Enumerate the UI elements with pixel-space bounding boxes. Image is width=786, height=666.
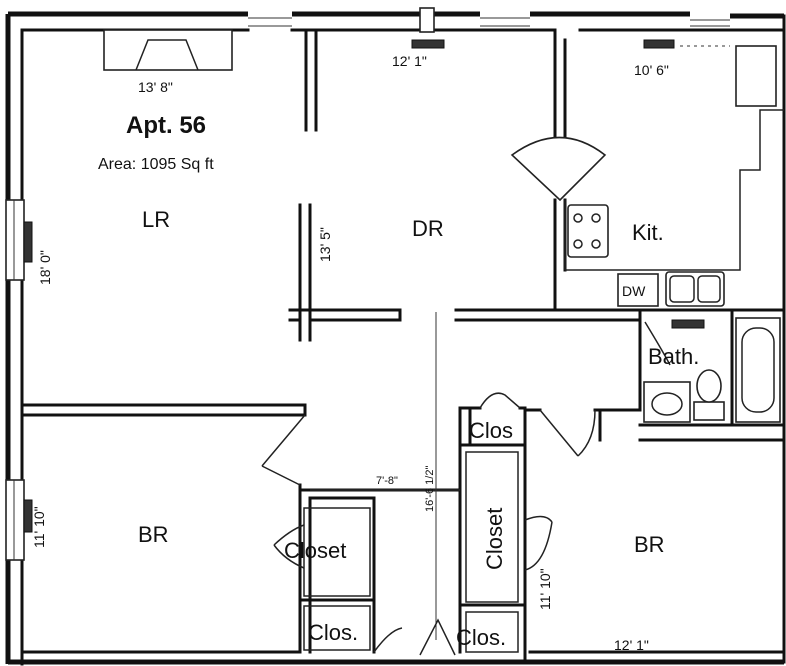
- apartment-area: Area: 1095 Sq ft: [98, 156, 214, 173]
- radiators: [23, 39, 730, 533]
- dim-hall-width: 7'-8": [376, 475, 398, 487]
- room-label-br-right: BR: [634, 532, 665, 557]
- fireplace: [103, 29, 233, 71]
- room-label-closet-center: Closet: [482, 508, 507, 570]
- dim-br-right-width: 12' 1": [614, 637, 649, 653]
- room-label-clos-bottom-left: Clos.: [308, 620, 358, 645]
- dim-br-right-depth: 11' 10": [537, 568, 553, 610]
- room-label-dw: DW: [622, 283, 646, 299]
- room-label-clos-top: Clos: [469, 418, 513, 443]
- room-label-clos-bottom-right: Clos.: [456, 625, 506, 650]
- room-label-closet-left: Closet: [284, 538, 346, 563]
- dim-dr-width: 12' 1": [392, 53, 427, 69]
- dim-hall-length: 16'-6 1/2": [424, 466, 436, 512]
- dim-lr-width: 13' 8": [138, 79, 173, 95]
- exterior-walls: [5, 7, 786, 666]
- dim-kit-width: 10' 6": [634, 62, 669, 78]
- bathtub: [735, 317, 781, 423]
- dim-lr-depth: 18' 0": [37, 250, 53, 285]
- interior-walls: [20, 28, 786, 662]
- room-label-lr: LR: [142, 207, 170, 232]
- room-label-br-left: BR: [138, 522, 169, 547]
- bath-sink: [643, 381, 691, 423]
- dim-dr-depth: 13' 5": [317, 227, 333, 262]
- stove: [567, 204, 609, 258]
- room-label-bath: Bath.: [648, 344, 699, 369]
- dishwasher: [617, 273, 659, 307]
- room-label-dr: DR: [412, 216, 444, 241]
- apartment-title: Apt. 56: [126, 112, 206, 139]
- kitchen-sink: [665, 271, 725, 307]
- doors: [261, 136, 671, 656]
- dim-br-left-depth: 11' 10": [31, 506, 47, 548]
- room-label-kit: Kit.: [632, 220, 664, 245]
- toilet: [693, 369, 725, 421]
